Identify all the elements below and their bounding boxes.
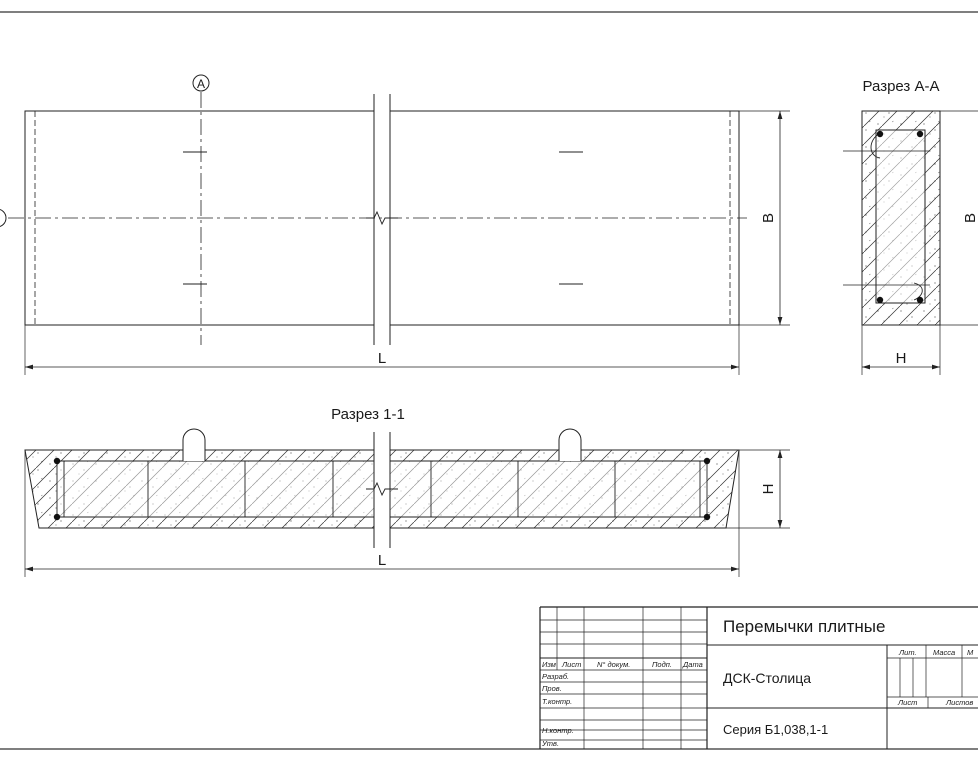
lifting-loop-left — [182, 428, 206, 461]
col-header-date: Дата — [682, 660, 703, 669]
sheet-label: Лист — [897, 698, 917, 707]
section-aa-title: Разрез А-А — [863, 78, 940, 95]
rebar-bar — [703, 513, 711, 521]
rebar-bar — [53, 457, 61, 465]
axis-marker-circle — [192, 74, 210, 92]
sheet-frame — [0, 11, 978, 750]
row-label-developer: Разраб. — [542, 672, 569, 681]
stage-header-scale: М — [967, 648, 974, 657]
section-aa-dim-h-label: H — [896, 350, 907, 367]
sheets-label: Листов — [945, 698, 973, 707]
col-header-list: Лист — [561, 660, 581, 669]
section-11-dim-h-label: H — [760, 484, 777, 495]
title-block — [539, 606, 978, 749]
section-aa-dim-b-label: B — [962, 213, 978, 223]
rebar-bar — [876, 296, 884, 304]
rebar-bar — [916, 296, 924, 304]
stage-header-lit: Лит. — [898, 648, 917, 657]
row-label-checked: Пров. — [542, 684, 562, 693]
rebar-bar — [876, 130, 884, 138]
lifting-loop-right — [558, 428, 582, 461]
row-label-norm-control: Н.контр. — [542, 726, 574, 735]
plan-dim-l-label: L — [378, 350, 386, 367]
title-organization: ДСК-Столица — [723, 670, 811, 686]
plan-view — [0, 74, 790, 375]
col-header-doc: N° докум. — [597, 660, 630, 669]
section-aa-rebar-cage — [875, 129, 926, 304]
stage-header-mass: Масса — [933, 648, 955, 657]
rebar-bar — [53, 513, 61, 521]
row-label-approved: Утв. — [541, 739, 559, 748]
section-11 — [24, 428, 790, 577]
rebar-bar — [916, 130, 924, 138]
axis-marker-label: A — [197, 77, 205, 91]
plan-dim-b-label: B — [760, 213, 777, 223]
section-11-dim-l-label: L — [378, 552, 386, 569]
title-product-name: Перемычки плитные — [723, 617, 885, 636]
rebar-bar — [703, 457, 711, 465]
section-11-title: Разрез 1-1 — [331, 406, 405, 423]
col-header-izm: Изм — [542, 660, 556, 669]
title-series: Серия Б1,038,1-1 — [723, 722, 828, 737]
col-header-sign: Подп. — [652, 660, 672, 669]
section-aa — [843, 110, 978, 375]
row-label-tech-control: Т.контр. — [542, 697, 572, 706]
